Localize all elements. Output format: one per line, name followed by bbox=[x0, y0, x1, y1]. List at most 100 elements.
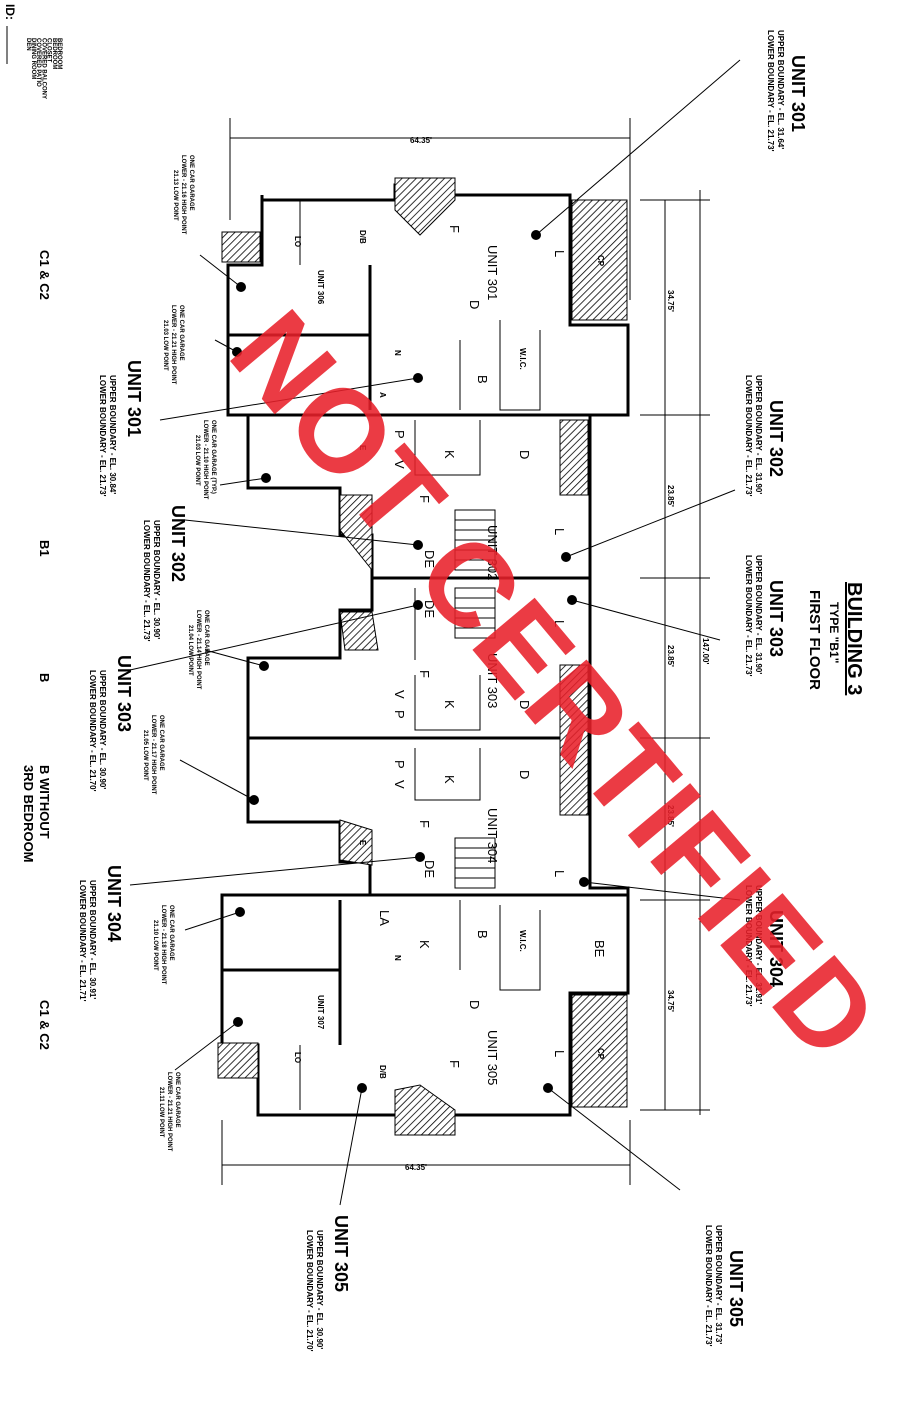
room-porch-302-group: P bbox=[392, 430, 407, 439]
callout-left-unit: UNIT 304 bbox=[104, 865, 124, 942]
legend-item: DINING ROOM bbox=[30, 38, 36, 79]
callout-right-unit-group: UNIT 301 bbox=[788, 55, 808, 132]
callout-left-unit-group: UNIT 303 bbox=[114, 655, 134, 732]
room-foyer-302: F bbox=[417, 495, 432, 503]
garage-note-title: ONE CAR GARAGE (TYP.) bbox=[210, 420, 216, 494]
room-den-303: DE bbox=[422, 600, 437, 618]
room-bath-305: B bbox=[475, 930, 490, 939]
callout-left-lower: LOWER BOUNDARY - EL. 21.70' bbox=[305, 1230, 314, 1352]
callout-right-lower: LOWER BOUNDARY - EL. 21.73' bbox=[744, 885, 753, 1007]
callout-right-lower: LOWER BOUNDARY - EL. 21.73' bbox=[766, 30, 775, 152]
callout-left-lower-group: LOWER BOUNDARY - EL. 21.70' bbox=[305, 1230, 314, 1352]
garage-note-low: 21.05 LOW POINT bbox=[142, 730, 148, 781]
unit-type-302: B1 bbox=[37, 540, 52, 557]
callout-right-upper-group: UPPER BOUNDARY - EL. 31.73' bbox=[714, 1225, 723, 1344]
room-n-301-group: N bbox=[393, 350, 402, 356]
room-lo-301: LO bbox=[293, 236, 302, 247]
dim-d3: 23.85' bbox=[666, 645, 675, 667]
unit-type-305-group: C1 & C2 bbox=[37, 1000, 52, 1050]
room-living-303: L bbox=[552, 620, 567, 627]
callout-right-lower: LOWER BOUNDARY - EL. 21.73' bbox=[704, 1225, 713, 1347]
callout-right-upper-group: UPPER BOUNDARY - EL. 31.90' bbox=[754, 375, 763, 494]
dim-bottom: 64.35' bbox=[405, 1163, 427, 1172]
callout-left-unit: UNIT 305 bbox=[331, 1215, 351, 1292]
callout-right-unit: UNIT 302 bbox=[766, 400, 786, 477]
leader-lines bbox=[129, 59, 741, 1206]
legend-item: COVERED BALCONY bbox=[40, 38, 46, 99]
room-foyer-304: F bbox=[417, 820, 432, 828]
room-foyer-303: F bbox=[417, 670, 432, 678]
room-kitchen-303-group: K bbox=[442, 700, 457, 709]
callout-left-upper: UPPER BOUNDARY - EL. 30.91' bbox=[88, 880, 97, 999]
unit-label-305: UNIT 305 bbox=[485, 1030, 500, 1085]
garage-note-low: 21.03 LOW POINT bbox=[194, 435, 200, 486]
room-den-304: DE bbox=[422, 860, 437, 878]
room-vest-303: V bbox=[392, 690, 407, 699]
callout-left-upper-group: UPPER BOUNDARY - EL. 30.91' bbox=[88, 880, 97, 999]
callout-left-upper-group: UPPER BOUNDARY - EL. 30.90' bbox=[98, 670, 107, 789]
dim-d3-group: 23.85' bbox=[666, 645, 675, 667]
garage-note-low-group: 21.03 LOW POINT bbox=[194, 435, 200, 486]
room-a-301-group: A bbox=[378, 392, 387, 398]
unit-label-303-group: UNIT 303 bbox=[485, 653, 500, 708]
room-bath-305-group: B bbox=[475, 930, 490, 939]
unit-label-303: UNIT 303 bbox=[485, 653, 500, 708]
dim-top: 64.35' bbox=[410, 136, 432, 145]
room-living-302-group: L bbox=[552, 528, 567, 535]
room-kitchen-304: K bbox=[442, 775, 457, 784]
room-dining-305: D bbox=[467, 1000, 482, 1009]
garage-note-low: 21.13 LOW POINT bbox=[172, 170, 178, 221]
garage-note-title-group: ONE CAR GARAGE bbox=[178, 305, 184, 361]
garage-note-high: LOWER - 21.18 HIGH POINT bbox=[160, 905, 166, 985]
legend-item: CLOSET bbox=[46, 38, 52, 63]
garage-note-low-group: 21.05 LOW POINT bbox=[142, 730, 148, 781]
garage-note-low: 21.04 LOW POINT bbox=[187, 625, 193, 676]
room-dining-302: D bbox=[517, 450, 532, 459]
unit-type-303-group: B bbox=[37, 673, 52, 682]
unit-label-304: UNIT 304 bbox=[485, 808, 500, 863]
room-foyer-304-group: F bbox=[417, 820, 432, 828]
interior-walls bbox=[299, 200, 541, 1110]
room-dining-304-group: D bbox=[517, 770, 532, 779]
room-n-305-group: N bbox=[393, 955, 402, 961]
room-entry-304-group: E bbox=[358, 840, 367, 846]
hatched-areas bbox=[217, 177, 628, 1136]
callout-left-lower: LOWER BOUNDARY - EL. 21.71' bbox=[78, 880, 87, 1002]
garage-note-high: LOWER - 21.10 HIGH POINT bbox=[202, 420, 208, 500]
floor-label-group: FIRST FLOOR bbox=[806, 590, 823, 690]
building-outline bbox=[220, 183, 630, 1117]
room-wic-301: W.I.C. bbox=[518, 348, 527, 370]
callout-left-lower: LOWER BOUNDARY - EL. 21.70' bbox=[88, 670, 97, 792]
room-cp-301-group: CP bbox=[596, 255, 605, 267]
room-a-301: A bbox=[378, 392, 387, 398]
garage-note-low-group: 21.03 LOW POINT bbox=[162, 320, 168, 371]
room-foyer-301-group: F bbox=[447, 225, 462, 233]
garage-note-low: 21.03 LOW POINT bbox=[162, 320, 168, 371]
room-living-305-group: L bbox=[552, 1050, 567, 1057]
callout-left-lower-group: LOWER BOUNDARY - EL. 21.73' bbox=[98, 375, 107, 497]
garage-note-high-group: LOWER - 21.10 HIGH POINT bbox=[202, 420, 208, 500]
callout-right-upper-group: UPPER BOUNDARY - EL. 31.64' bbox=[776, 30, 785, 149]
dim-bottom-group: 64.35' bbox=[405, 1163, 427, 1172]
dim-total-group: 147.00' bbox=[701, 638, 710, 664]
unit-label-306-group: UNIT 306 bbox=[316, 270, 325, 305]
room-dining-301-group: D bbox=[467, 300, 482, 309]
callout-right-unit-group: UNIT 305 bbox=[726, 1250, 746, 1327]
room-dining-303: D bbox=[517, 700, 532, 709]
unit-label-304-group: UNIT 304 bbox=[485, 808, 500, 863]
room-foyer-301: F bbox=[447, 225, 462, 233]
room-vest-302-group: V bbox=[392, 460, 407, 469]
room-porch-302: P bbox=[392, 430, 407, 439]
unit-type-302-group: B1 bbox=[37, 540, 52, 557]
room-kitchen-302-group: K bbox=[442, 450, 457, 459]
callout-right-lower-group: LOWER BOUNDARY - EL. 21.73' bbox=[744, 555, 753, 677]
callout-right-upper: UPPER BOUNDARY - EL. 31.64' bbox=[776, 30, 785, 149]
garage-note-title: ONE CAR GARAGE bbox=[158, 715, 164, 771]
room-n-305: N bbox=[393, 955, 402, 961]
unit-type-304-line1: B WITHOUT bbox=[37, 765, 52, 839]
room-living-304: L bbox=[552, 870, 567, 877]
